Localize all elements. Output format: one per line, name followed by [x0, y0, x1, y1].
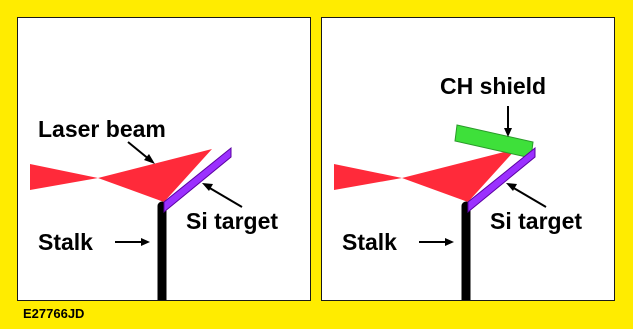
figure-id: E27766JD — [23, 306, 85, 321]
stalk-arrow — [115, 238, 150, 246]
stalk-arrow — [419, 238, 454, 246]
laser-beam-arrow — [127, 141, 155, 164]
laser-beam-label: Laser beam — [38, 116, 166, 142]
ch-shield-arrow — [504, 106, 512, 137]
ch-shield-label: CH shield — [440, 73, 547, 99]
right-illustration — [334, 106, 547, 300]
si-target — [467, 146, 536, 214]
si-target-label: Si target — [186, 208, 279, 234]
panel-right: CH shield Si target Stalk — [321, 17, 615, 301]
laser-beam-left-cone — [30, 164, 98, 190]
si-target-arrow — [202, 183, 243, 208]
panel-left: Laser beam Si target Stalk — [17, 17, 311, 301]
left-illustration — [30, 141, 243, 300]
ch-shield — [454, 124, 534, 159]
stalk-label: Stalk — [38, 229, 93, 255]
laser-beam-right-cone — [402, 149, 516, 202]
stalk-label: Stalk — [342, 229, 397, 255]
si-target-arrow — [506, 183, 547, 208]
laser-beam-right-cone — [98, 149, 212, 202]
si-target-label: Si target — [490, 208, 583, 234]
laser-beam-left-cone — [334, 164, 402, 190]
si-target — [163, 146, 232, 214]
